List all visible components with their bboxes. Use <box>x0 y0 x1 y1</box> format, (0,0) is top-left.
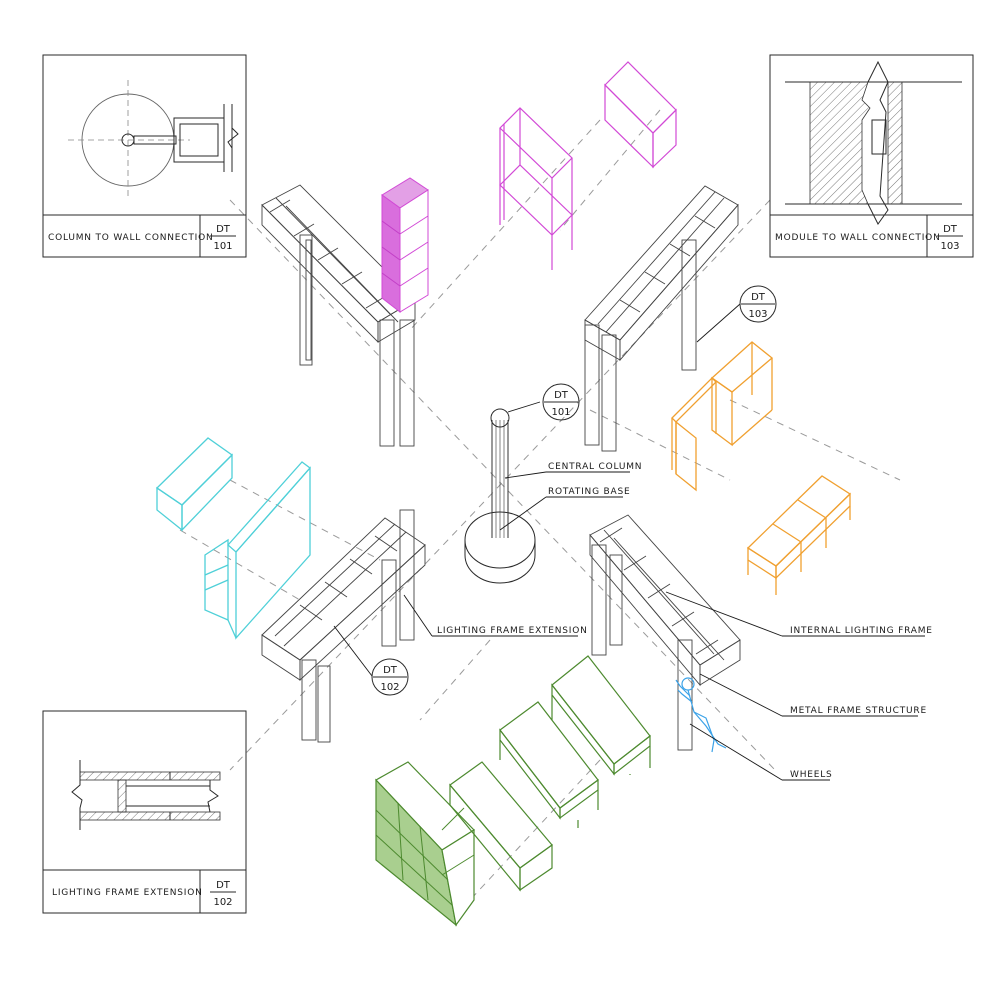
dt102-code: DT <box>216 880 231 891</box>
lighting-frame-extension-drawing <box>71 760 221 830</box>
magenta-box-module <box>604 61 677 169</box>
label-rotating-base: ROTATING BASE <box>548 487 630 497</box>
detail-box-dt101: COLUMN TO WALL CONNECTION DT 101 <box>42 54 247 258</box>
dt101-title: COLUMN TO WALL CONNECTION <box>48 233 214 243</box>
dt101-number: 101 <box>213 241 232 252</box>
tag-dt101-code: DT <box>554 390 569 401</box>
module-wall-connection-drawing <box>785 60 962 225</box>
dt101-code: DT <box>216 224 231 235</box>
column-wall-connection-drawing <box>68 80 239 200</box>
dt102-number: 102 <box>213 897 232 908</box>
dt103-title: MODULE TO WALL CONNECTION <box>775 233 941 243</box>
detail-box-dt102: LIGHTING FRAME EXTENSION DT 102 <box>42 710 247 914</box>
cyan-panel-module <box>204 461 311 640</box>
label-wheels: WHEELS <box>790 770 833 780</box>
dt103-code: DT <box>943 224 958 235</box>
label-internal-lighting-frame: INTERNAL LIGHTING FRAME <box>790 626 933 636</box>
label-central-column: CENTRAL COLUMN <box>548 462 642 472</box>
tag-dt102-code: DT <box>383 665 398 676</box>
frame-top-right <box>584 185 739 452</box>
leader-lines <box>333 303 925 781</box>
tag-dt101: DT 101 <box>542 383 580 421</box>
green-cabinet-module <box>375 761 475 927</box>
dt102-title: LIGHTING FRAME EXTENSION <box>52 888 203 898</box>
tag-dt102-number: 102 <box>380 682 399 693</box>
tag-dt101-number: 101 <box>551 407 570 418</box>
central-column <box>464 408 536 584</box>
magenta-desk-module <box>499 107 573 270</box>
frame-bottom-left <box>261 509 426 743</box>
cyan-shelf-module <box>155 437 234 532</box>
detail-box-dt103: MODULE TO WALL CONNECTION DT 103 <box>769 54 974 258</box>
tag-dt103: DT 103 <box>739 285 777 323</box>
orange-partition-module <box>671 341 774 492</box>
frame-bottom-right <box>589 514 741 751</box>
tag-dt103-number: 103 <box>748 309 767 320</box>
dt103-number: 103 <box>940 241 959 252</box>
tag-dt103-code: DT <box>751 292 766 303</box>
green-table-module <box>499 701 599 828</box>
label-lighting-frame-extension: LIGHTING FRAME EXTENSION <box>437 626 588 636</box>
label-metal-frame-structure: METAL FRAME STRUCTURE <box>790 706 927 716</box>
tag-dt102: DT 102 <box>371 658 409 696</box>
green-display-table-module <box>551 655 651 776</box>
person-pushing-figure <box>675 677 727 753</box>
orange-bench-module <box>746 475 852 595</box>
green-bench-module <box>449 761 553 892</box>
magenta-storage-module <box>381 177 429 314</box>
